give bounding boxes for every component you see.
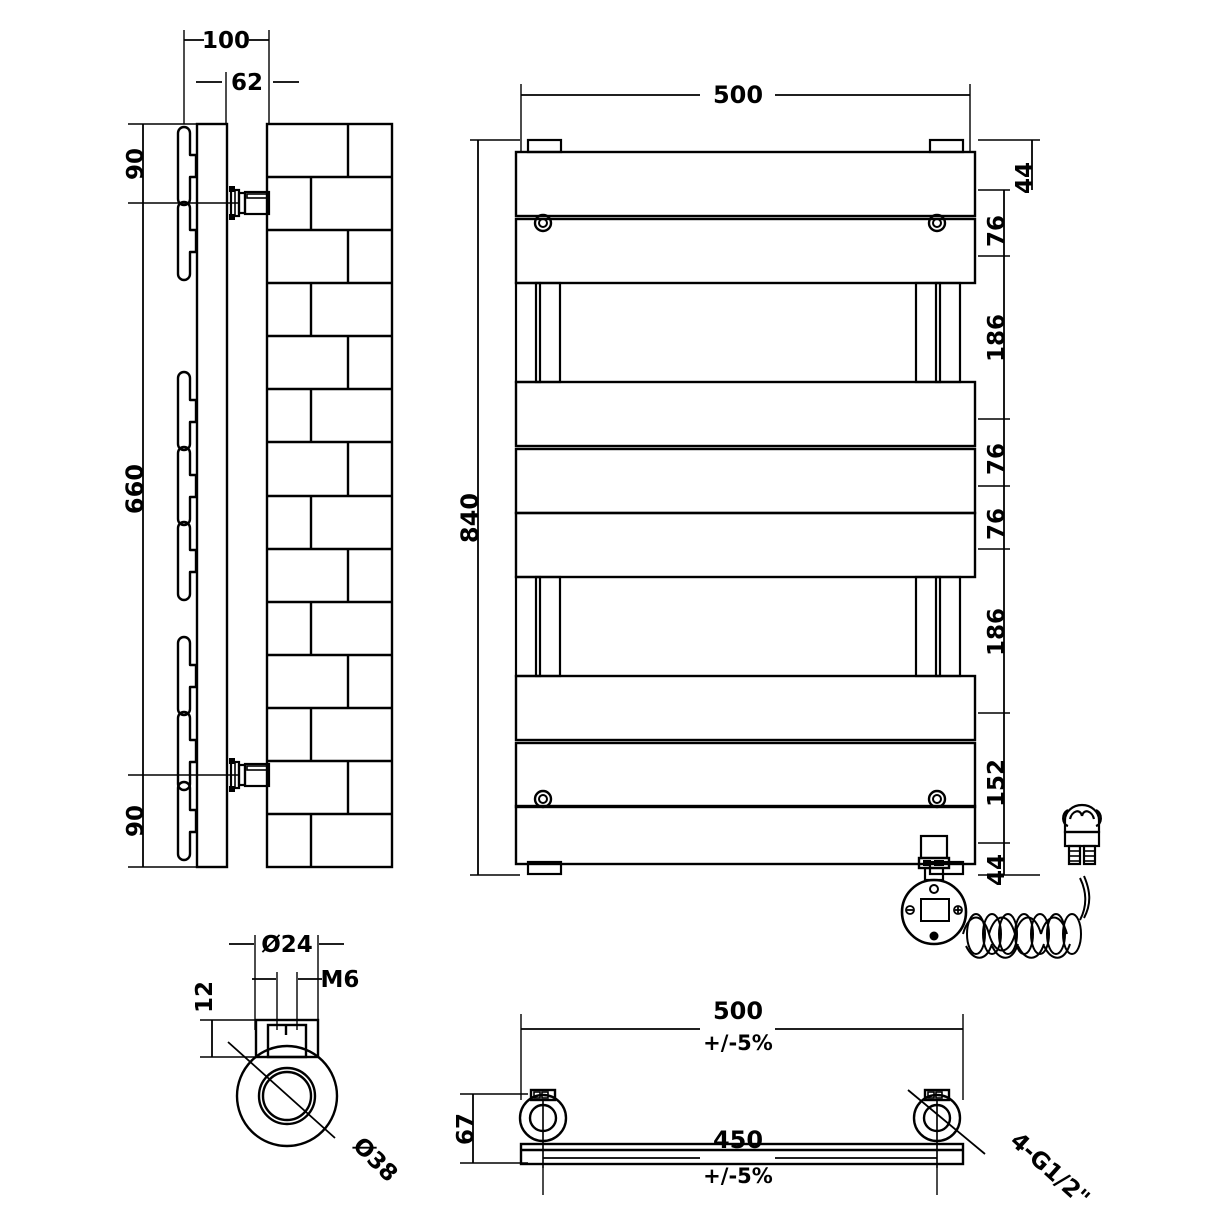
- dimension-seg-44-top: 44: [1012, 140, 1038, 194]
- dimension-label-90-top: 90: [123, 148, 149, 180]
- dimension-seg-76-b: 76: [984, 419, 1010, 486]
- dimension-thk-12: 12: [192, 981, 218, 1057]
- front-elevation-view: 500 840: [456, 81, 1102, 959]
- dimension-depth-100: 100: [184, 28, 269, 54]
- dimension-offset-top-90: 90: [123, 124, 149, 203]
- side-view-extension-lines: [183, 30, 270, 124]
- bolt-boss-top-right: [927, 213, 947, 233]
- dimension-plan-67: 67: [453, 1094, 479, 1163]
- rail-2: [514, 217, 977, 285]
- dimension-label-dia-24: Ø24: [261, 932, 313, 958]
- dimension-label-100: 100: [202, 28, 250, 54]
- bolt-boss-top-left: [533, 213, 553, 233]
- brick-wall: [265, 122, 394, 869]
- radiator-flat-rails: [514, 150, 977, 866]
- dimension-seg-186-a: 186: [984, 256, 1010, 419]
- bolt-boss-bottom-right: [927, 789, 947, 809]
- dimension-label-76-a: 76: [984, 215, 1010, 247]
- vertical-collectors: [514, 281, 962, 678]
- dimension-label-12: 12: [192, 981, 218, 1013]
- rail-1: [514, 150, 977, 218]
- side-section-view: 100 62: [121, 28, 394, 869]
- bracket-body: [254, 1018, 320, 1059]
- dimension-offset-bottom-90: 90: [123, 775, 149, 867]
- electric-heating-element: [900, 834, 968, 946]
- dimension-seg-76-c: 76: [984, 486, 1010, 549]
- dimension-label-44-bottom: 44: [984, 854, 1010, 886]
- thermostat-dial: [900, 878, 968, 946]
- bracket-flange: [235, 1044, 339, 1148]
- dimension-label-186-a: 186: [984, 314, 1010, 362]
- dimension-seg-152: 152: [984, 713, 1010, 843]
- dimension-seg-44-bottom: 44: [984, 843, 1010, 886]
- dimension-label-76-b: 76: [984, 443, 1010, 475]
- dimension-label-m6: M6: [321, 967, 360, 993]
- dimension-thread-m6: M6: [252, 967, 359, 993]
- dimension-label-186-b: 186: [984, 608, 1010, 656]
- bolt-boss-bottom-left: [533, 789, 553, 809]
- dimension-depth-62: 62: [196, 70, 299, 96]
- dimension-label-90-bottom: 90: [123, 805, 149, 837]
- front-view-dimension-stack: 44 76 186 76 76: [978, 139, 1040, 886]
- dimension-seg-76-a: 76: [984, 190, 1010, 256]
- rail-5: [514, 511, 977, 579]
- dimension-label-plan-450-tol: +/-5%: [703, 1164, 773, 1188]
- dimension-dia-24: Ø24: [229, 932, 344, 958]
- dimension-width-500: 500: [520, 81, 971, 152]
- dimension-plan-500: 500 +/-5%: [521, 997, 963, 1055]
- side-vertical-dim-ext-lines: [128, 123, 240, 868]
- mains-plug: [1062, 803, 1102, 866]
- dimension-label-840: 840: [456, 493, 484, 543]
- dimension-label-62: 62: [231, 70, 263, 96]
- coiled-power-cable: [962, 875, 1091, 959]
- dimension-label-plan-500-tol: +/-5%: [703, 1031, 773, 1055]
- valve-connector-right: [912, 1088, 962, 1195]
- dimension-label-plan-500: 500: [713, 997, 763, 1025]
- dimension-label-67: 67: [453, 1113, 479, 1145]
- rail-6: [514, 674, 977, 742]
- dimension-label-500-front: 500: [713, 81, 763, 109]
- rail-3: [514, 380, 977, 448]
- valve-connector-left: [518, 1088, 568, 1195]
- dimension-label-44-top: 44: [1012, 162, 1038, 194]
- dimension-seg-186-b: 186: [984, 549, 1010, 713]
- dimension-label-660: 660: [121, 464, 149, 514]
- rail-8: [514, 804, 977, 866]
- dimension-label-76-c: 76: [984, 508, 1010, 540]
- dimension-label-152: 152: [984, 759, 1010, 807]
- dimension-centres-660: 660: [121, 203, 149, 775]
- plan-body-bar: [519, 1142, 965, 1166]
- dimension-height-840: 840: [456, 139, 520, 876]
